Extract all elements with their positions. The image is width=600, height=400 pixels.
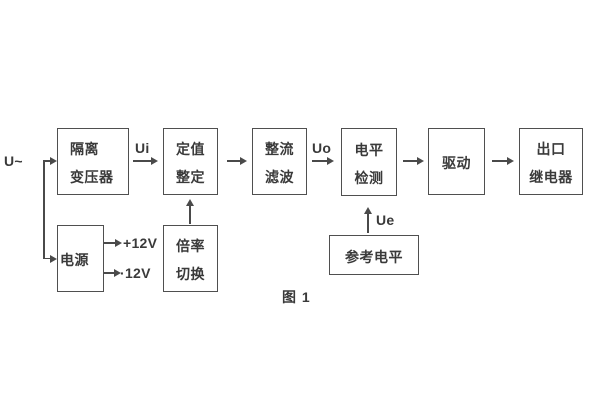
box-output-relay-line2: 继电器 [529, 169, 573, 185]
box-driver-label: 驱动 [442, 155, 471, 171]
figure-caption: 图 1 [282, 289, 311, 305]
arrow-input-to-transformer-line [43, 160, 51, 162]
arrow-level-to-driver-head [417, 157, 424, 165]
arrow-plus12v-line [104, 242, 115, 244]
uo-signal-label: Uo [312, 140, 332, 156]
box-rectifier-filter: 整流 滤波 [252, 128, 307, 195]
arrow-uo-line [312, 160, 327, 162]
box-output-relay-line1: 出口 [536, 141, 566, 157]
arrow-reference-to-level-line [367, 214, 369, 233]
arrow-input-to-power-head [50, 254, 57, 263]
input-voltage-label: U~ [4, 153, 23, 169]
arrow-reference-to-level-head [364, 207, 372, 214]
box-ratio-switching-line2: 切换 [176, 266, 205, 282]
box-isolation-transformer-line2: 变压器 [70, 169, 114, 185]
arrow-ui-line [133, 160, 151, 162]
arrow-ui-head [151, 157, 158, 165]
minus12v-label: ·12V [120, 265, 151, 281]
arrow-ratio-to-setting-head [186, 199, 194, 206]
arrow-setting-to-rectifier-line [227, 160, 240, 162]
box-output-relay: 出口 继电器 [519, 128, 583, 195]
arrow-level-to-driver-line [403, 160, 417, 162]
arrow-minus12v-head [114, 269, 121, 277]
ui-signal-label: Ui [135, 140, 150, 156]
box-rectifier-filter-line1: 整流 [265, 141, 294, 157]
arrow-ratio-to-setting-line [189, 206, 191, 224]
box-ratio-switching-line1: 倍率 [176, 238, 205, 254]
arrow-uo-head [327, 157, 334, 165]
box-setting: 定值 整定 [163, 128, 218, 195]
box-power-supply-label: 电源 [60, 252, 89, 268]
arrow-minus12v-line [104, 272, 114, 274]
box-isolation-transformer-line1: 隔离 [70, 141, 99, 157]
box-isolation-transformer: 隔离 变压器 [57, 128, 129, 195]
box-driver: 驱动 [428, 128, 485, 195]
plus12v-label: +12V [123, 235, 158, 251]
arrow-driver-to-relay-line [492, 160, 507, 162]
box-setting-line1: 定值 [176, 141, 205, 157]
box-ratio-switching: 倍率 切换 [163, 225, 218, 292]
arrow-input-to-transformer-head [50, 157, 57, 165]
arrow-plus12v-head [115, 239, 122, 247]
arrow-setting-to-rectifier-head [240, 157, 247, 165]
box-level-detection: 电平 检测 [341, 128, 397, 196]
box-power-supply: 电源 [57, 225, 104, 292]
box-level-detection-line1: 电平 [354, 141, 384, 158]
box-reference-level-label: 参考电平 [345, 248, 403, 265]
box-rectifier-filter-line2: 滤波 [265, 169, 294, 185]
arrow-input-to-power-line [43, 257, 51, 260]
box-level-detection-line2: 检测 [354, 169, 384, 186]
input-branch-line [43, 160, 45, 259]
box-reference-level: 参考电平 [329, 235, 419, 275]
ue-signal-label: Ue [376, 212, 395, 228]
arrow-driver-to-relay-head [507, 157, 514, 165]
box-setting-line2: 整定 [176, 169, 205, 185]
